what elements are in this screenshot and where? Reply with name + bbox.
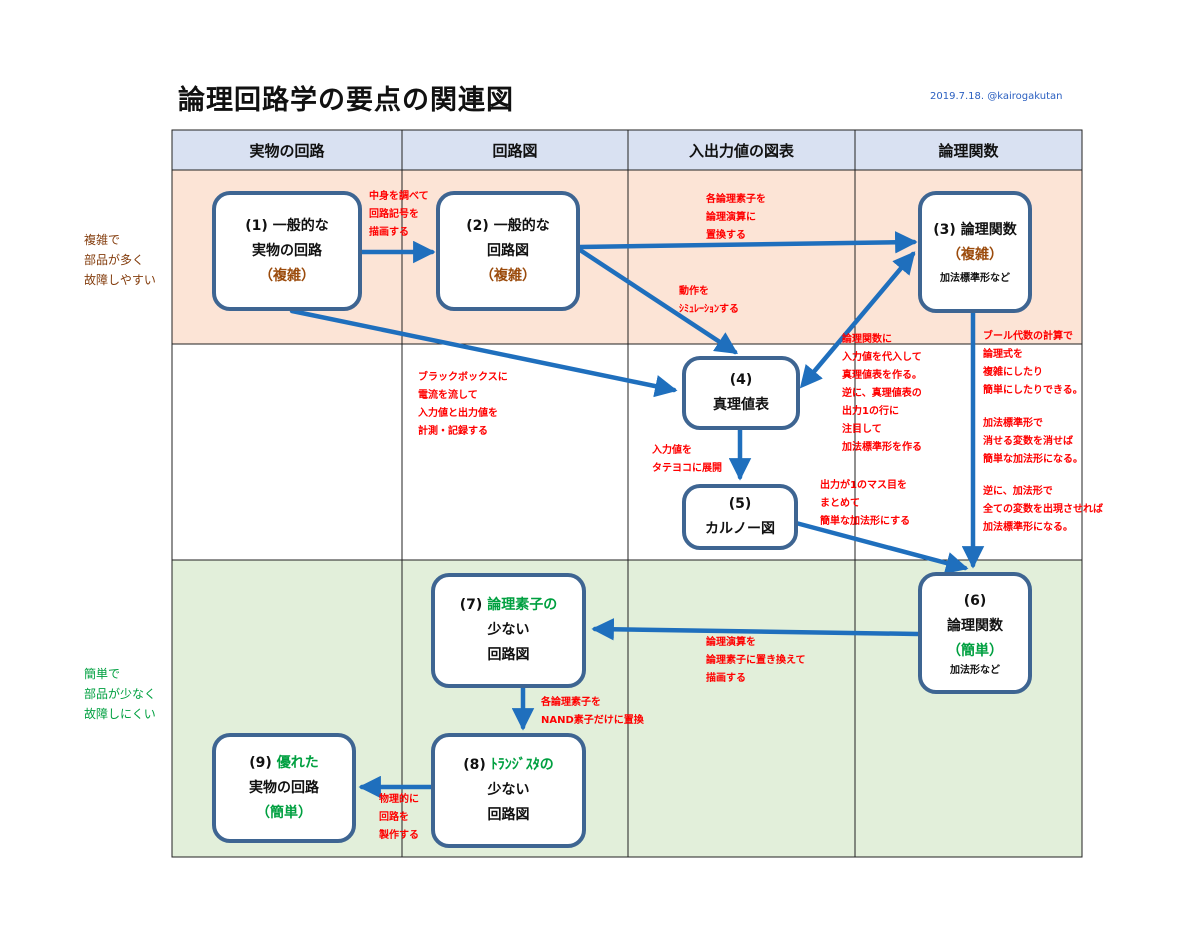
node-schematic-complex: (2) 一般的な 回路図 （複雑） bbox=[436, 191, 580, 311]
grid-border bbox=[171, 129, 1083, 858]
note-draw-symbols: 中身を調べて回路記号を描画する bbox=[369, 191, 429, 238]
row-label-simple: 簡単で 部品が少なく 故障しにくい bbox=[84, 667, 157, 721]
row-label-complex: 複雑で 部品が多く 故障しやすい bbox=[84, 233, 156, 287]
column-header-io-table: 入出力値の図表 bbox=[628, 130, 855, 170]
note-karnaugh-group: 出力が1のマス目をまとめて簡単な加法形にする bbox=[820, 480, 911, 527]
arrow-1-to-4 bbox=[289, 308, 678, 398]
arrow-6-to-7 bbox=[591, 618, 921, 641]
column-header-schematic: 回路図 bbox=[402, 130, 628, 170]
arrow-5-to-6 bbox=[793, 520, 969, 575]
note-simulate: 動作をｼﾐｭﾚｰｼｮﾝする bbox=[679, 286, 739, 315]
page-title: 論理回路学の要点の関連図 bbox=[178, 85, 514, 116]
node-physical-circuit-superior: (9) 優れた 実物の回路 （簡単） bbox=[212, 733, 356, 843]
note-function-truth-table: 論理関数に入力値を代入して真理値表を作る。逆に、真理値表の出力1の行に注目して加… bbox=[842, 334, 922, 453]
note-standard-form-simplify: 加法標準形で消せる変数を消せば簡単な加法形になる。 bbox=[983, 418, 1083, 465]
date-author: 2019.7.18. @kairogakutan bbox=[930, 91, 1063, 102]
node-logic-function-simple: (6) 論理関数 （簡単） 加法形など bbox=[918, 572, 1032, 694]
note-black-box-measure: ブラックボックスに電流を流して入力値と出力値を計測・記録する bbox=[418, 372, 508, 437]
note-boolean-algebra: ブール代数の計算で論理式を複雑にしたり簡単にしたりできる。 bbox=[983, 331, 1083, 396]
arrow-2-to-4 bbox=[577, 247, 739, 355]
note-expand-table: 入力値をタテヨコに展開 bbox=[652, 445, 722, 474]
arrow-3-4-bidirectional bbox=[799, 251, 916, 389]
note-physical-build: 物理的に回路を製作する bbox=[379, 794, 419, 841]
node-schematic-fewer-gates: (7) 論理素子の 少ない 回路図 bbox=[431, 573, 586, 688]
node-schematic-fewer-transistors: (8) ﾄﾗﾝｼﾞｽﾀの 少ない 回路図 bbox=[431, 733, 586, 848]
node-karnaugh-map: (5) カルノー図 bbox=[682, 484, 798, 550]
column-header-physical: 実物の回路 bbox=[172, 130, 402, 170]
note-gates-to-operations: 各論理素子を論理演算に置換する bbox=[706, 194, 766, 241]
note-operations-to-gates: 論理演算を論理素子に置き換えて描画する bbox=[706, 637, 806, 684]
arrow-2-to-3 bbox=[577, 231, 918, 254]
node-physical-circuit-complex: (1) 一般的な 実物の回路 （複雑） bbox=[212, 191, 362, 311]
node-logic-function-complex: (3) 論理関数 （複雑） 加法標準形など bbox=[918, 191, 1032, 313]
column-header-logic-function: 論理関数 bbox=[855, 130, 1082, 170]
note-standard-form-expand: 逆に、加法形で全ての変数を出現させれば加法標準形になる。 bbox=[983, 486, 1103, 533]
node-truth-table: (4) 真理値表 bbox=[682, 356, 800, 430]
